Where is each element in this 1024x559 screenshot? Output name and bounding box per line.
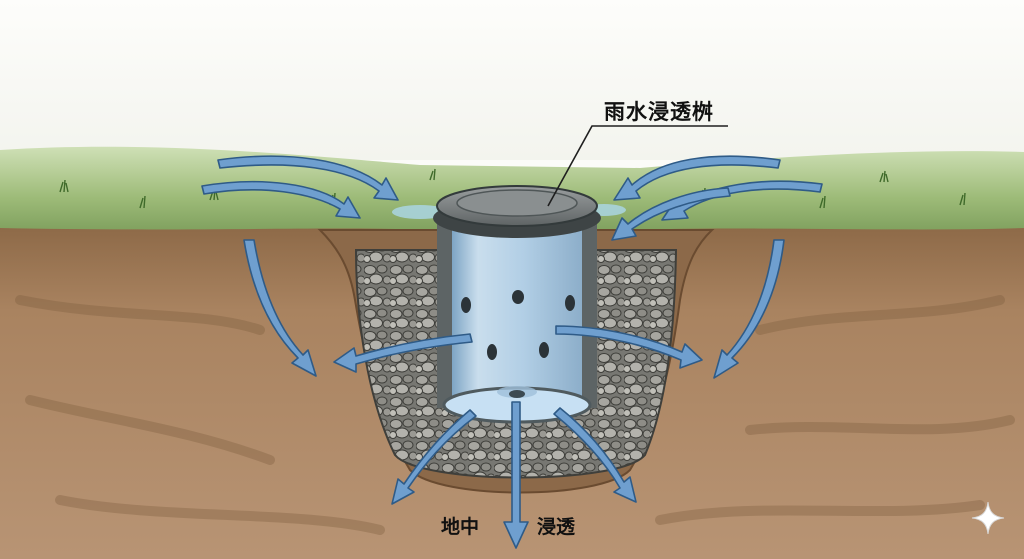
lateral-arrow-icon [333,333,473,373]
down-arrow-icon [553,407,637,503]
sparkle-icon [971,501,1005,535]
surface-arrow-icon [611,187,731,241]
underground-label: 地中 [441,516,480,538]
label-leader-line [547,125,728,207]
soil-arrow-icon [243,239,317,377]
percolation-label: 浸透 [537,516,576,538]
surface-arrow-icon [201,180,361,219]
surface-arrow-icon [613,155,781,201]
soil-texture [15,295,1015,535]
sky-background [0,0,1024,160]
surface-arrow-icon [217,155,399,201]
infiltration-basin [433,185,601,424]
down-arrow-icon [391,409,477,505]
lateral-arrow-icon [555,325,703,369]
flow-arrows [201,155,823,549]
basin-label: 雨水浸透桝 [604,100,714,124]
soil-arrow-icon [713,239,785,379]
down-arrow-icon [503,401,529,549]
